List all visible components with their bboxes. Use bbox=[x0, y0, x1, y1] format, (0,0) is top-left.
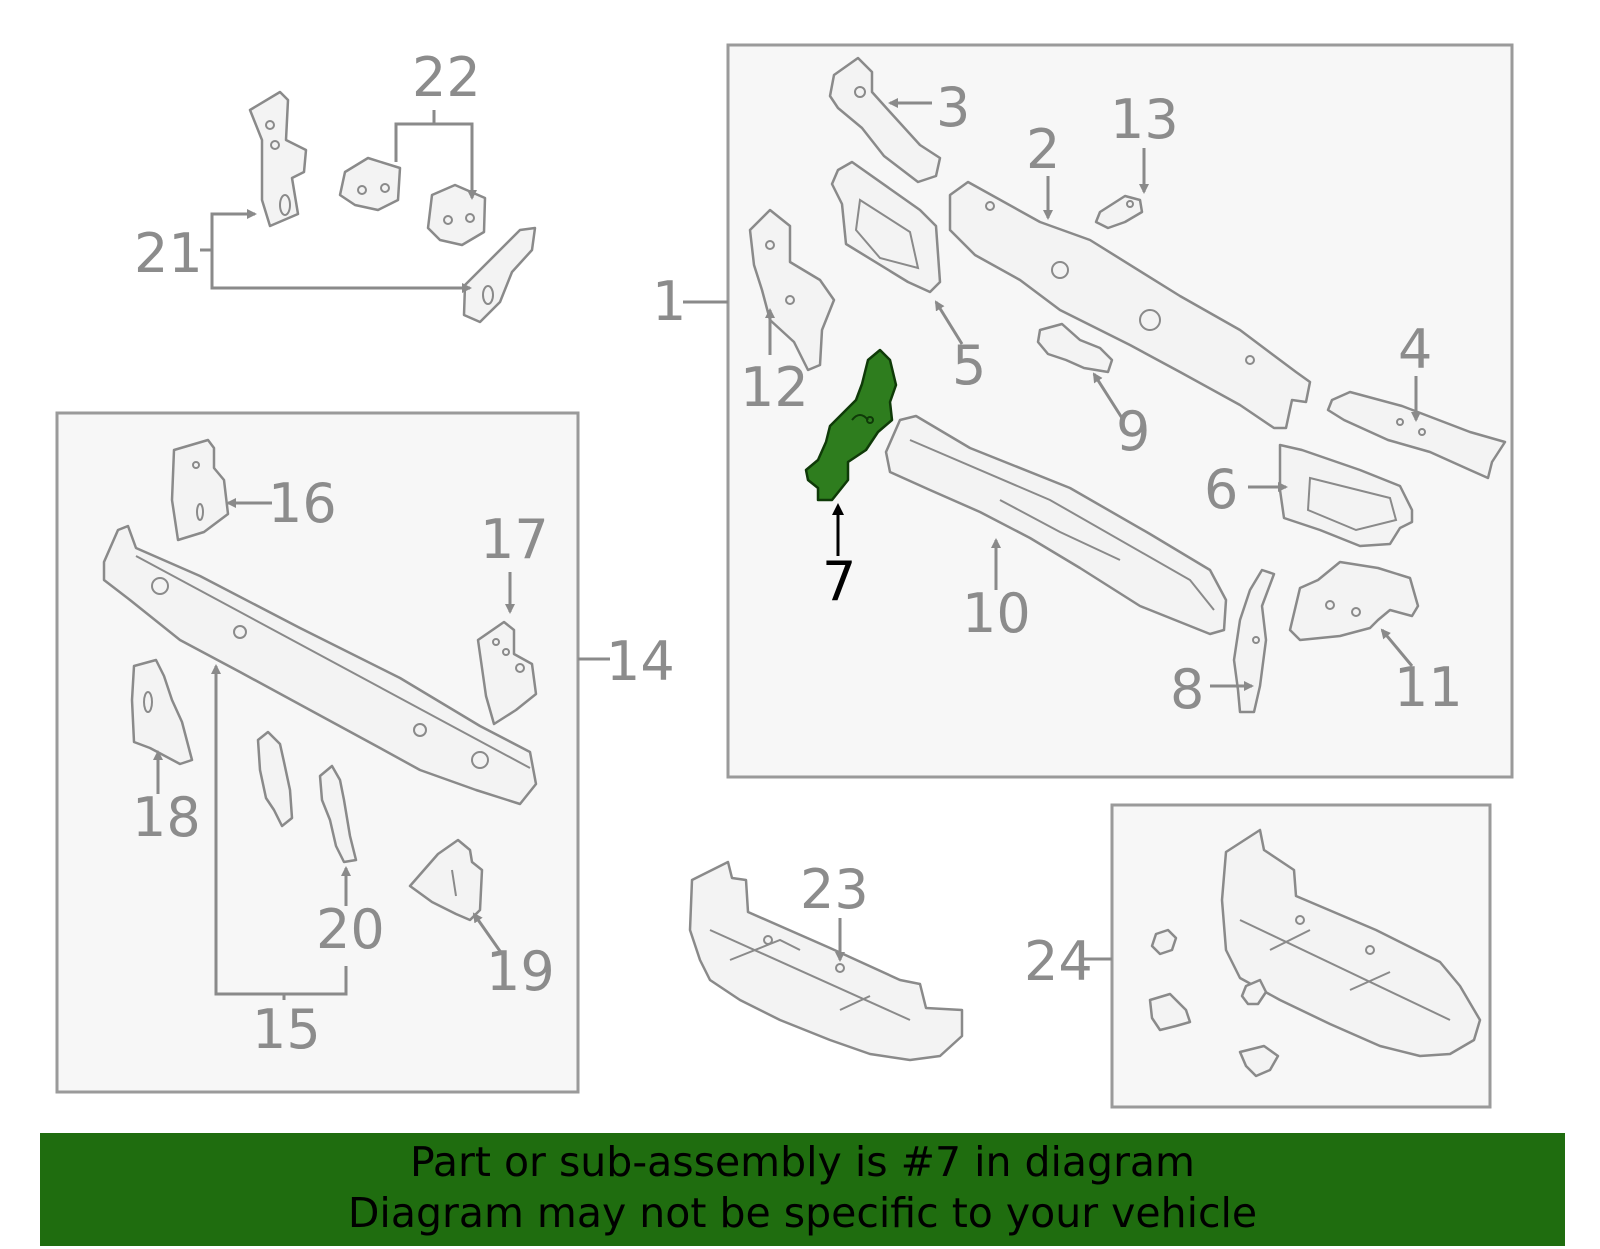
callout-5: 5 bbox=[952, 334, 986, 397]
callout-6: 6 bbox=[1204, 458, 1238, 521]
part-8-bracket bbox=[1232, 568, 1276, 714]
leader-15b bbox=[284, 966, 348, 996]
part-20-right-bracket bbox=[318, 764, 358, 864]
part-21-bracket bbox=[248, 90, 308, 228]
leader-21 bbox=[200, 209, 257, 252]
part-24-clip-c bbox=[1240, 978, 1268, 1006]
callout-11: 11 bbox=[1394, 656, 1463, 719]
leader-21b bbox=[210, 250, 472, 293]
leader-11 bbox=[1380, 628, 1414, 667]
callout-3: 3 bbox=[936, 76, 970, 139]
callout-1: 1 bbox=[652, 270, 686, 333]
part-18-bracket bbox=[130, 658, 194, 766]
callout-18: 18 bbox=[132, 786, 201, 849]
leader-9 bbox=[1092, 372, 1124, 419]
part-24-clip-b bbox=[1148, 992, 1192, 1032]
part-5-panel bbox=[830, 160, 942, 294]
part-24-clip-a bbox=[1150, 928, 1178, 956]
callout-19: 19 bbox=[486, 940, 555, 1003]
part-17-bracket bbox=[476, 620, 538, 726]
callout-16: 16 bbox=[268, 472, 337, 535]
callout-17: 17 bbox=[480, 508, 549, 571]
part-6-panel bbox=[1278, 443, 1414, 548]
part-19-bracket bbox=[408, 838, 484, 922]
part-24-clip-d bbox=[1238, 1044, 1280, 1078]
callout-7: 7 bbox=[822, 550, 856, 613]
part-2-crossmember bbox=[948, 180, 1312, 430]
callout-24: 24 bbox=[1024, 930, 1093, 993]
part-24-undercover bbox=[1220, 828, 1482, 1058]
callout-20: 20 bbox=[316, 898, 385, 961]
callout-8: 8 bbox=[1170, 658, 1204, 721]
part-4-member bbox=[1326, 390, 1507, 480]
banner-line-1: Part or sub-assembly is #7 in diagram bbox=[410, 1138, 1195, 1186]
part-22-left-clip bbox=[338, 156, 402, 212]
part-13-clip bbox=[1094, 194, 1144, 230]
callout-22: 22 bbox=[412, 46, 481, 109]
leader-15 bbox=[211, 664, 286, 1000]
callout-2: 2 bbox=[1026, 118, 1060, 181]
info-banner: Part or sub-assembly is #7 in diagram Di… bbox=[40, 1133, 1565, 1246]
part-16-bracket bbox=[170, 438, 230, 542]
part-20-left-bracket bbox=[256, 730, 294, 828]
part-15-crossmember bbox=[102, 524, 538, 806]
part-12-bracket bbox=[748, 208, 836, 372]
callout-15: 15 bbox=[252, 998, 321, 1061]
callout-12: 12 bbox=[740, 356, 809, 419]
callout-9: 9 bbox=[1116, 400, 1150, 463]
part-3-bracket bbox=[828, 56, 942, 184]
part-21-lower-bracket bbox=[462, 226, 537, 324]
callout-21: 21 bbox=[134, 222, 203, 285]
callout-23: 23 bbox=[800, 858, 869, 921]
part-22-right-clip bbox=[426, 183, 487, 247]
leader-19 bbox=[472, 912, 504, 955]
callout-10: 10 bbox=[962, 582, 1031, 645]
banner-line-2: Diagram may not be specific to your vehi… bbox=[347, 1189, 1258, 1237]
callout-14: 14 bbox=[606, 630, 675, 693]
part-10-crossmember bbox=[884, 414, 1228, 636]
part-9-bracket bbox=[1036, 322, 1114, 374]
part-7-highlighted bbox=[804, 348, 898, 502]
callout-13: 13 bbox=[1110, 88, 1179, 151]
callout-4: 4 bbox=[1398, 318, 1432, 381]
part-11-bracket bbox=[1288, 560, 1420, 642]
part-23-undercover bbox=[688, 860, 964, 1062]
leader-5 bbox=[934, 300, 964, 345]
